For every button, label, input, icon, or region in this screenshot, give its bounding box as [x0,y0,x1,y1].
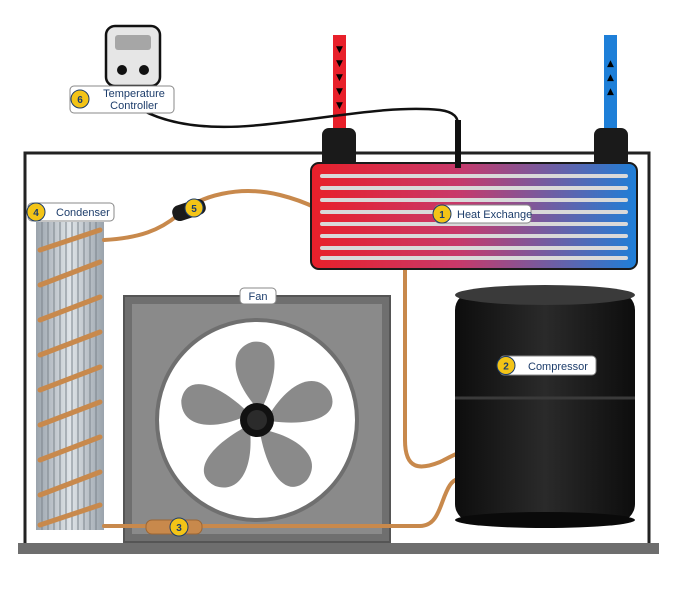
label-condenser: 4 Condenser [26,202,115,222]
badge-4 [26,202,46,222]
temperature-controller [104,24,162,88]
badge-3-number: 3 [176,523,182,534]
down-arrow-icon: ▼ [336,45,343,55]
up-arrow-icon: ▲ [607,73,614,83]
label-heat-exchange: 1 Heat Exchange [432,204,532,224]
label-compressor: 2 Compressor [496,355,597,376]
cold-pipe-fitting [594,128,628,168]
up-arrow-icon: ▲ [607,59,614,69]
badge-5 [184,198,204,218]
fan-label: Fan [249,291,268,303]
controller-knob [139,65,149,75]
label-controller: 6 Temperature Controller [69,85,175,114]
compressor-label: Compressor [528,361,588,373]
fan-unit [123,295,391,543]
compressor-body [455,285,635,528]
badge-6 [70,89,90,109]
controller-display [115,35,151,50]
up-arrow-icon: ▲ [607,87,614,97]
badge-1-number: 1 [439,210,445,221]
label-dryer: 5 [184,198,204,218]
condenser-label: Condenser [56,207,110,219]
condenser-coil [36,222,104,530]
label-expansion: 3 [169,517,189,537]
controller-label-line1: Temperature [103,88,165,100]
badge-2 [496,356,516,375]
badge-5-number: 5 [191,204,197,215]
controller-label-line2: Controller [110,100,158,112]
down-arrow-icon: ▼ [336,87,343,97]
down-arrow-icon: ▼ [336,59,343,69]
down-arrow-icon: ▼ [336,101,343,111]
sensor-cable [141,107,461,168]
hot-pipe-fitting [322,128,356,168]
badge-2-number: 2 [503,362,509,373]
temperature-probe [455,120,461,168]
down-arrow-icon: ▼ [336,73,343,83]
base-plate [18,543,659,554]
fan-blades [181,341,333,488]
badge-4-number: 4 [33,208,39,219]
hot-water-pipe [333,35,346,133]
label-fan: Fan [239,287,277,305]
badge-3 [169,517,189,537]
cold-water-pipe [604,35,617,133]
controller-knob [117,65,127,75]
heat-exchange-label: Heat Exchange [457,209,532,221]
badge-6-number: 6 [77,95,83,106]
badge-1 [432,204,452,224]
water-pipes: ▼ ▼ ▼ ▼ ▼ ▲ ▲ ▲ [322,35,628,168]
